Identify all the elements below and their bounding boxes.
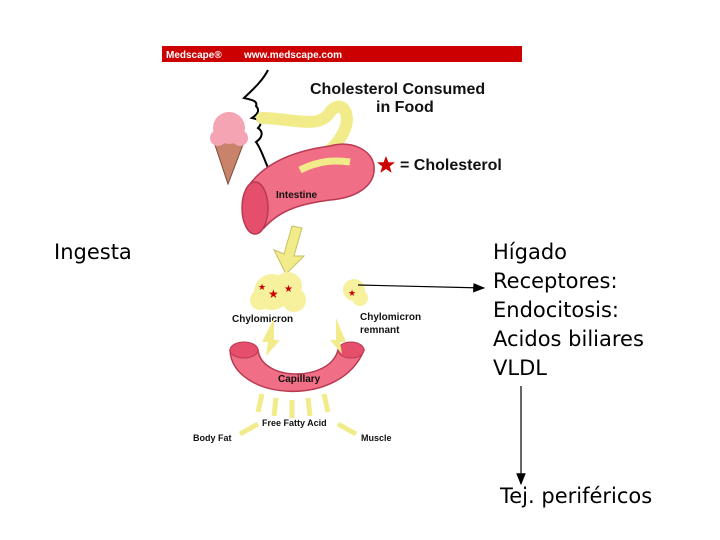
legend-text: = Cholesterol (400, 157, 502, 174)
ingesta-label: Ingesta (54, 240, 132, 264)
svg-text:★: ★ (284, 284, 293, 295)
free-fatty-acid-label: Free Fatty Acid (262, 418, 327, 428)
remnant-to-liver-arrow (357, 282, 486, 293)
intestine-label: Intestine (276, 190, 318, 201)
chylomicron-label: Chylomicron (232, 314, 293, 325)
remnant-label-line2: remnant (360, 325, 400, 336)
absorption-arrow (272, 225, 306, 275)
peripheral-tissue-label: Tej. periféricos (500, 484, 653, 508)
remnant-label-line1: Chylomicron (360, 312, 421, 323)
medscape-url: www.medscape.com (243, 50, 342, 61)
liver-line-receptores: Receptores: (493, 269, 618, 293)
medscape-brand: Medscape® (166, 50, 222, 61)
svg-text:★: ★ (268, 287, 279, 301)
chylomicron-blob: ★ ★ ★ (250, 272, 306, 312)
muscle-label: Muscle (361, 433, 392, 443)
liver-line-higado: Hígado (493, 240, 568, 264)
liver-line-endocitosis: Endocitosis: (493, 298, 620, 322)
cholesterol-star-icon (377, 156, 395, 173)
capillary-label: Capillary (278, 374, 321, 385)
remnant-blob: ★ (343, 279, 368, 306)
intestine (241, 143, 375, 235)
liver-info: Hígado Receptores: Endocitosis: Acidos b… (493, 238, 644, 383)
capillary (229, 318, 366, 418)
face-profile (242, 69, 271, 173)
liver-line-vldl: VLDL (493, 356, 547, 380)
ice-cream-icon (210, 112, 248, 186)
svg-text:★: ★ (348, 289, 356, 299)
figure-title-line2: in Food (376, 99, 434, 116)
medscape-header: Medscape® www.medscape.com (162, 46, 522, 62)
figure-title-line1: Cholesterol Consumed (310, 81, 485, 98)
body-fat-label: Body Fat (193, 433, 232, 443)
liver-line-acidos-biliares: Acidos biliares (493, 327, 644, 351)
svg-text:★: ★ (258, 283, 266, 293)
